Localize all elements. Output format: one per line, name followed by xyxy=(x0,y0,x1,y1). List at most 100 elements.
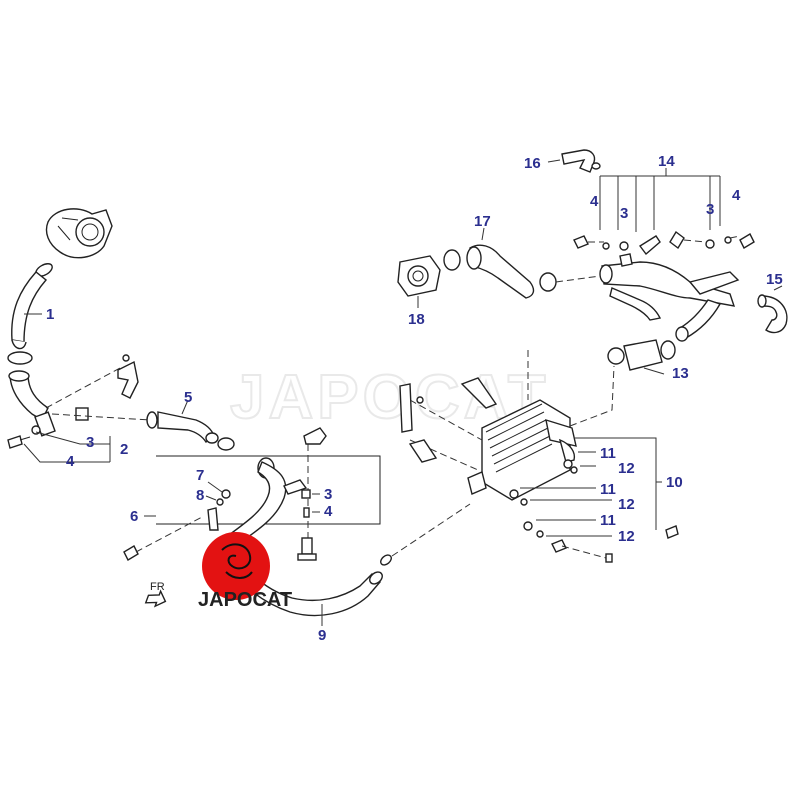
turbocharger xyxy=(45,208,113,259)
leader-17 xyxy=(481,227,485,241)
washer-4d xyxy=(724,236,732,244)
intercooler-pipe-9 xyxy=(221,546,392,617)
leader-dashed-17 xyxy=(555,275,601,283)
washer-12a xyxy=(570,466,578,474)
nut-3c xyxy=(619,241,629,251)
nut-11a xyxy=(563,459,573,469)
leader-3b-4b xyxy=(312,493,320,513)
bolt-6-bottom xyxy=(297,537,317,561)
hose-17 xyxy=(443,244,557,299)
bracket-mount xyxy=(117,354,139,399)
callout-8: 8 xyxy=(196,487,204,504)
washer-4c xyxy=(602,242,610,250)
leader-2-3-4 xyxy=(23,431,111,463)
callout-4d: 4 xyxy=(732,187,741,204)
group-6-box xyxy=(156,455,381,525)
callout-11a: 11 xyxy=(600,445,616,462)
front-direction-indicator: FR xyxy=(144,581,167,608)
leader-16 xyxy=(547,159,561,163)
leader-dashed-1 xyxy=(51,413,151,421)
nut-7 xyxy=(221,489,231,499)
intercooler-core xyxy=(467,399,577,501)
leader-15 xyxy=(773,285,783,291)
pipe-lower-left xyxy=(8,370,89,437)
leader-8 xyxy=(205,495,217,501)
callout-4b: 4 xyxy=(324,503,333,520)
callout-12c: 12 xyxy=(618,528,635,545)
hose-13 xyxy=(607,339,676,371)
hose-15 xyxy=(757,294,788,334)
washer-12c xyxy=(536,530,544,538)
ic-bracket-bottom xyxy=(408,439,438,463)
washer-4b xyxy=(303,507,310,518)
bolt-14c xyxy=(739,233,755,249)
leader-13 xyxy=(643,367,665,375)
bolt-ic-right xyxy=(665,525,679,539)
callout-3d: 3 xyxy=(706,201,714,218)
callout-9: 9 xyxy=(318,627,326,644)
japocat-logo: JAPOCAT xyxy=(198,532,292,611)
washer-12b xyxy=(520,498,528,506)
callout-4a: 4 xyxy=(66,453,75,470)
bolt-ic-lower xyxy=(551,539,567,553)
callout-17: 17 xyxy=(474,213,491,230)
nut-3b xyxy=(301,489,311,499)
leader-dashed-6 xyxy=(135,515,205,553)
callout-13: 13 xyxy=(672,365,689,382)
callout-14: 14 xyxy=(658,153,675,170)
callout-16: 16 xyxy=(524,155,541,172)
leader-7 xyxy=(207,481,223,493)
leader-10-11-12 xyxy=(520,437,662,537)
front-arrow-icon xyxy=(144,589,167,608)
callout-12b: 12 xyxy=(618,496,635,513)
logo-text: JAPOCAT xyxy=(198,589,292,611)
callout-18: 18 xyxy=(408,311,425,328)
bolt-14b xyxy=(669,230,685,250)
callout-3b: 3 xyxy=(324,486,332,503)
bolt-left xyxy=(7,435,31,449)
leader-dashed-2 xyxy=(45,367,121,409)
callout-1: 1 xyxy=(46,306,54,323)
callout-4c: 4 xyxy=(590,193,599,210)
callout-5: 5 xyxy=(184,389,192,406)
pipe-6 xyxy=(207,437,308,549)
callout-11b: 11 xyxy=(600,481,616,498)
throttle-body-18 xyxy=(397,255,441,297)
bolt-14a xyxy=(573,235,589,249)
callout-12a: 12 xyxy=(618,460,635,477)
leader-5 xyxy=(181,399,189,415)
pipe-assembly-14 xyxy=(599,235,740,342)
leader-dashed-ic-bolt xyxy=(561,545,607,559)
front-label: FR xyxy=(150,581,165,593)
ic-bracket-top xyxy=(399,377,498,433)
nut-11b xyxy=(509,489,519,499)
leader-dashed-9 xyxy=(391,503,471,557)
callout-11c: 11 xyxy=(600,512,616,529)
hose-16 xyxy=(561,149,601,173)
callout-3c: 3 xyxy=(620,205,628,222)
nut-ic-lower xyxy=(605,553,613,563)
clamp-pipe1 xyxy=(7,351,33,365)
nut-3d xyxy=(705,239,715,249)
logo-emblem-icon xyxy=(221,543,252,570)
callout-6: 6 xyxy=(130,508,138,525)
washer-8 xyxy=(216,498,224,506)
nut-11c xyxy=(523,521,533,531)
leader-dashed-ic-13 xyxy=(569,365,615,427)
callout-2: 2 xyxy=(120,441,128,458)
intake-pipe-1 xyxy=(11,271,48,350)
bracket-top-6 xyxy=(303,427,327,445)
hose-5 xyxy=(146,411,219,444)
callout-7: 7 xyxy=(196,467,204,484)
callout-15: 15 xyxy=(766,271,783,288)
leader-dashed-ic-1 xyxy=(409,399,483,441)
leader-dashed-bolts xyxy=(588,235,741,243)
callout-10: 10 xyxy=(666,474,683,491)
watermark-text: JAPOCAT xyxy=(230,363,550,432)
leader-14-3-4 xyxy=(599,175,721,232)
callout-3a: 3 xyxy=(86,434,94,451)
logo-red-disc xyxy=(202,532,270,600)
bolt-6-left xyxy=(123,545,139,561)
